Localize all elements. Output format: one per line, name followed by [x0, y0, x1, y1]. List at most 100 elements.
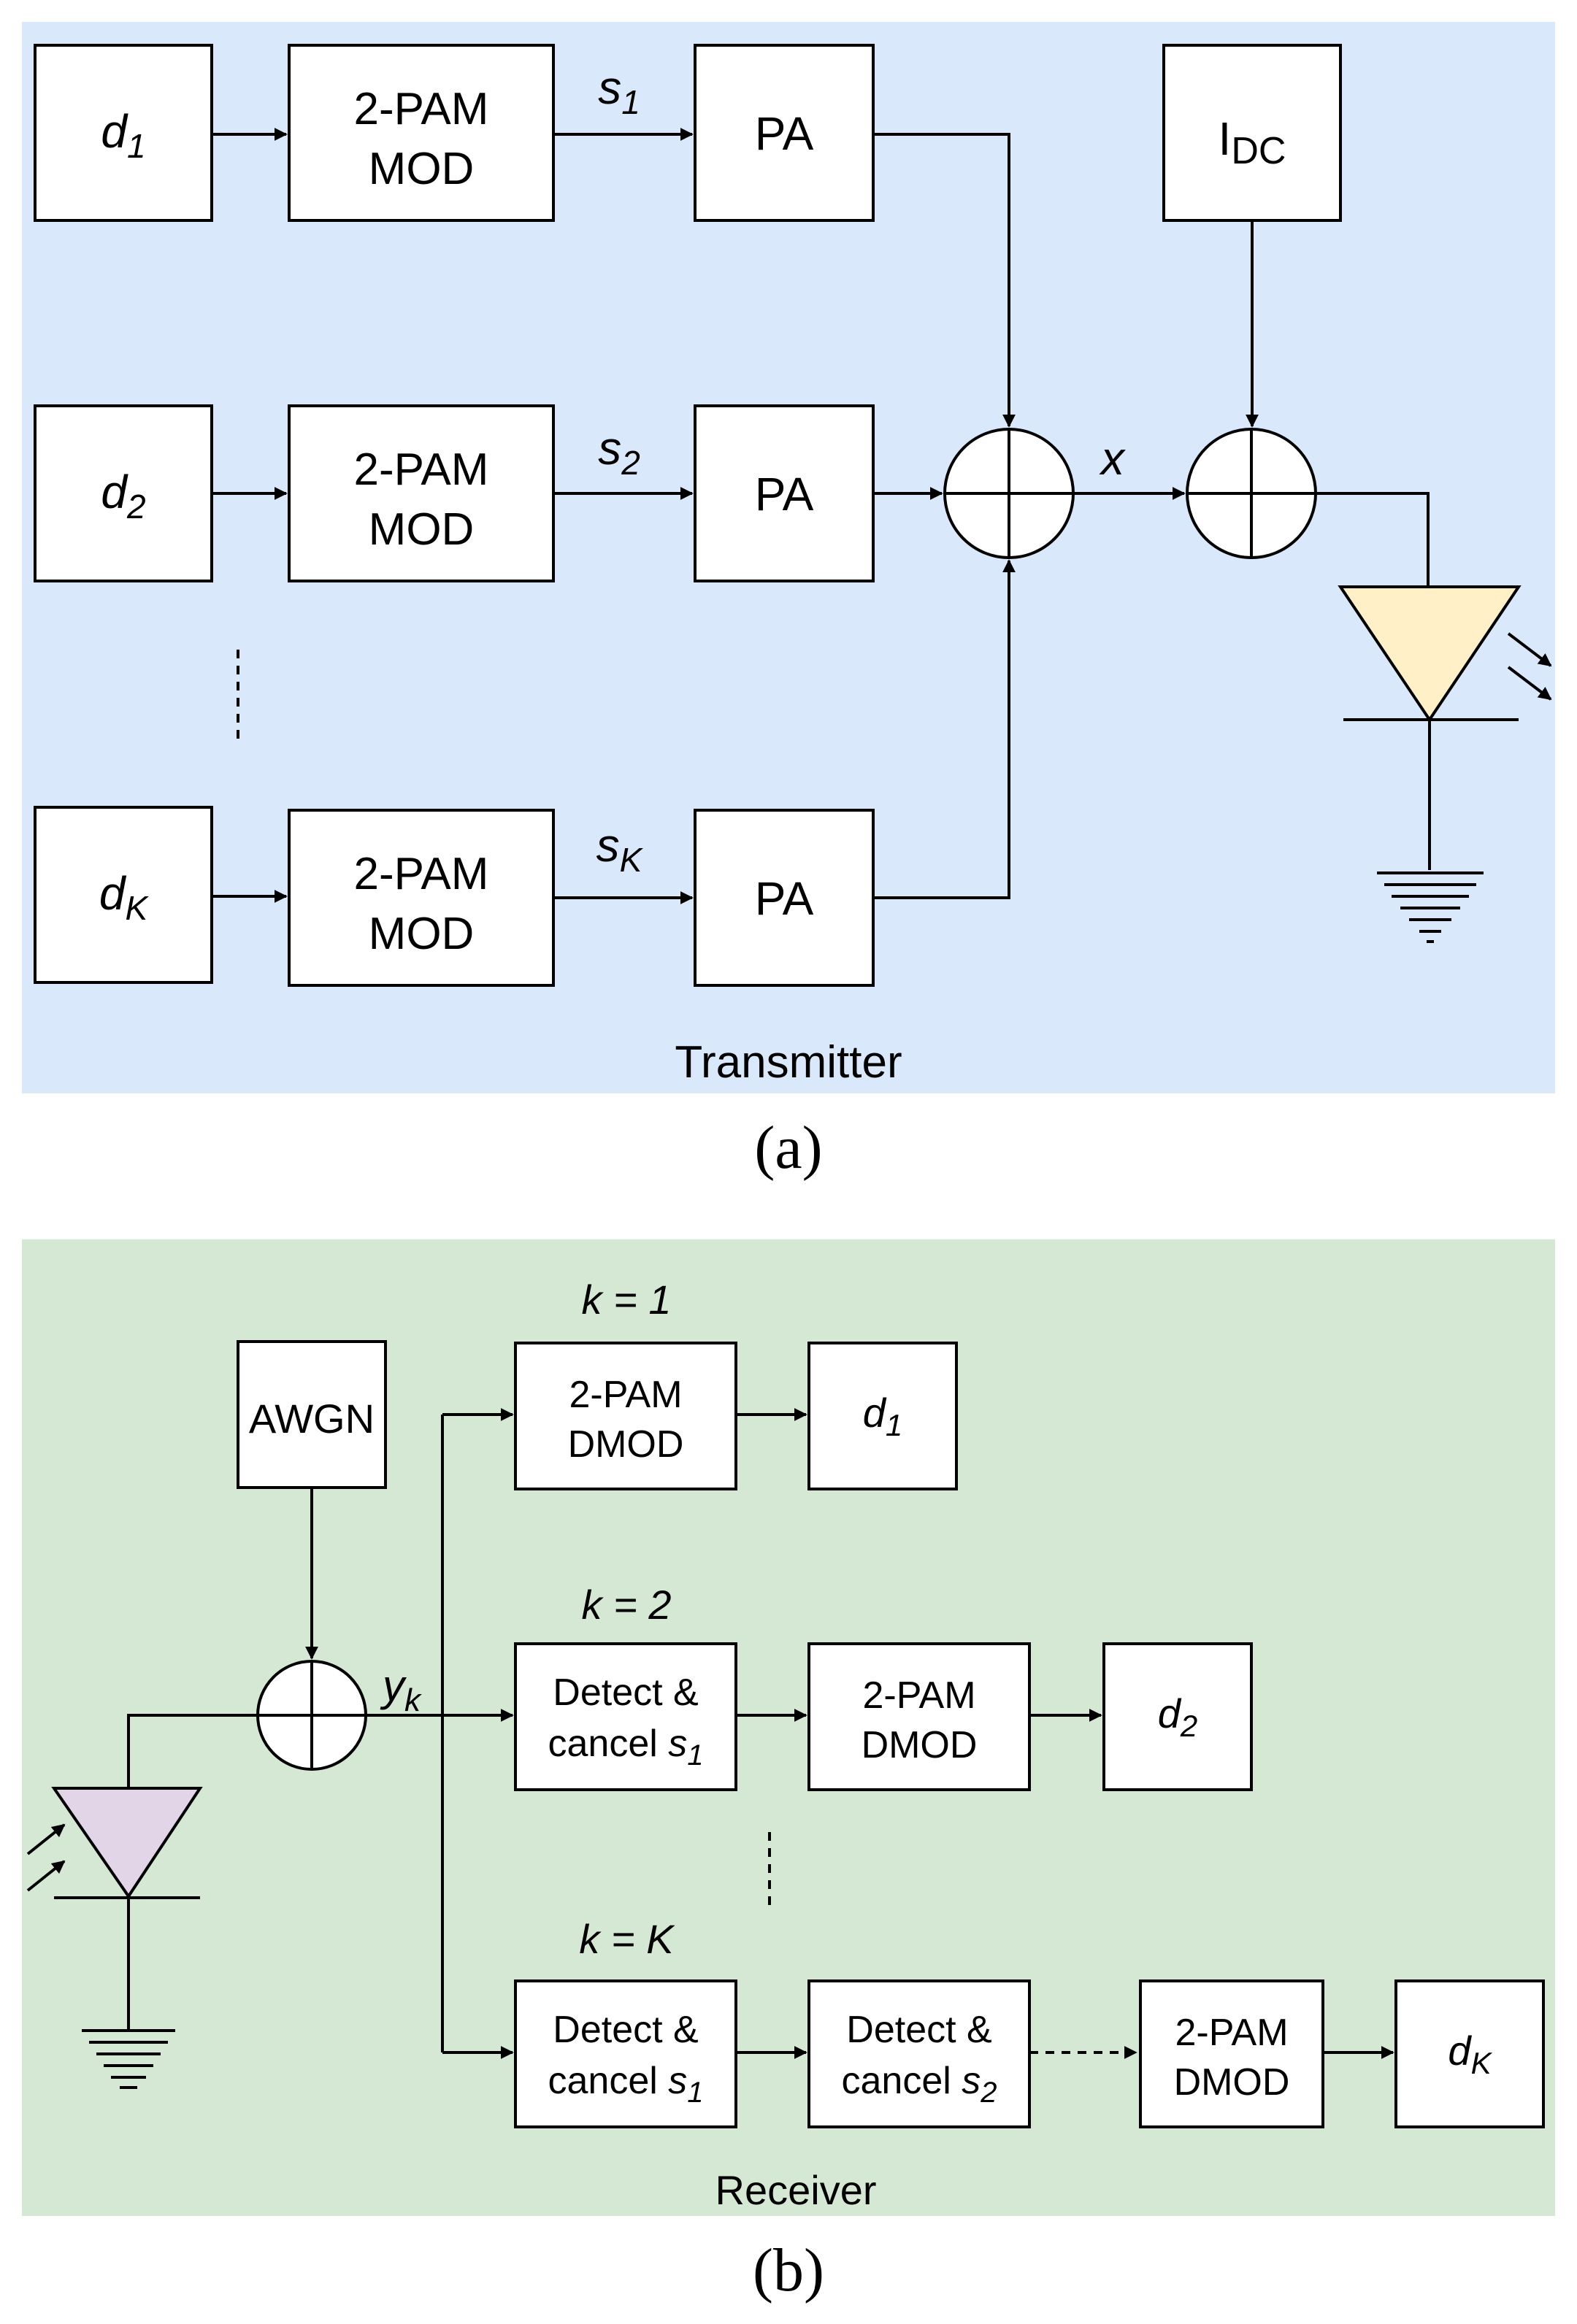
detect-2a-base: cancel — [548, 1723, 668, 1765]
svg-text:s2: s2 — [598, 422, 640, 482]
detect-cancel-box-2a: Detect & cancel s1 — [514, 1642, 737, 1791]
signal-s1-base: s — [598, 61, 621, 114]
svg-text:cancel s1: cancel s1 — [548, 1723, 703, 1771]
mod-box-k: 2-PAM MOD — [288, 809, 555, 987]
svg-text:dK: dK — [99, 867, 150, 927]
output-d2-sub: 2 — [1180, 1709, 1197, 1743]
detect-kb-base: cancel — [841, 2060, 962, 2102]
detect-cancel-box-kb: Detect & cancel s2 — [807, 1979, 1031, 2128]
stage-label-2: k = 2 — [582, 1582, 672, 1628]
svg-text:d1: d1 — [101, 105, 145, 165]
awgn-label: AWGN — [249, 1396, 375, 1442]
pa-k-label: PA — [755, 872, 814, 925]
detect-kb-line1: Detect & — [846, 2009, 991, 2051]
dmod-1-line1: 2-PAM — [569, 1374, 682, 1416]
dmod-1-line2: DMOD — [568, 1423, 684, 1466]
mod-k-line2: MOD — [369, 909, 475, 959]
svg-text:cancel s2: cancel s2 — [841, 2060, 997, 2109]
stage-label-1: k = 1 — [582, 1277, 672, 1323]
mod-k-line1: 2-PAM — [354, 849, 489, 899]
panel-a-sublabel: (a) — [754, 1114, 822, 1182]
input-d1-box: d1 — [34, 44, 213, 222]
svg-text:d2: d2 — [101, 466, 145, 526]
svg-text:d2: d2 — [1158, 1690, 1198, 1743]
yk-sub: k — [404, 1682, 422, 1718]
mod-1-line2: MOD — [369, 144, 475, 194]
mod-1-line1: 2-PAM — [354, 84, 489, 134]
detect-kb-s: s — [962, 2060, 981, 2102]
photodiode-triangle — [51, 1787, 203, 1899]
detect-2a-s: s — [668, 1723, 687, 1765]
receiver-caption: Receiver — [715, 2167, 877, 2213]
ground-icon-tx — [1377, 872, 1484, 943]
signal-sk-sub: K — [620, 841, 644, 879]
output-d2-base: d — [1158, 1690, 1182, 1736]
mod-box-1: 2-PAM MOD — [288, 44, 555, 222]
output-d1-box: d1 — [807, 1342, 958, 1490]
pa-box-2: PA — [694, 404, 875, 582]
dc-base: I — [1219, 112, 1232, 165]
svg-text:dK: dK — [1448, 2028, 1492, 2080]
input-d1-base: d — [101, 105, 128, 158]
output-d1-sub: 1 — [886, 1408, 902, 1442]
svg-text:IDC: IDC — [1219, 112, 1286, 172]
output-dk-sub: K — [1471, 2046, 1493, 2080]
detect-ka-sub: 1 — [687, 2077, 703, 2109]
output-dk-base: d — [1448, 2028, 1472, 2074]
dmod-box-k: 2-PAM DMOD — [1139, 1979, 1324, 2128]
signal-s2-base: s — [598, 422, 621, 474]
transmitter-panel: d1 d2 dK 2-PAM MOD 2-PAM MOD 2-PAM MOD — [22, 22, 1555, 1093]
signal-sk-base: s — [596, 819, 620, 872]
dmod-box-1: 2-PAM DMOD — [514, 1342, 737, 1490]
dmod-2-line2: DMOD — [862, 1724, 978, 1766]
detect-cancel-box-ka: Detect & cancel s1 — [514, 1979, 737, 2128]
dmod-k-line2: DMOD — [1174, 2061, 1290, 2104]
detect-ka-base: cancel — [548, 2060, 668, 2102]
svg-text:s1: s1 — [598, 61, 640, 121]
awgn-box: AWGN — [237, 1340, 387, 1489]
signal-s1-sub: 1 — [621, 83, 640, 121]
mod-2-line2: MOD — [369, 504, 475, 555]
dmod-k-line1: 2-PAM — [1175, 2012, 1288, 2054]
detect-2a-line1: Detect & — [553, 1671, 698, 1714]
output-d1-base: d — [863, 1390, 887, 1436]
detect-ka-line1: Detect & — [553, 2009, 698, 2051]
svg-text:cancel s1: cancel s1 — [548, 2060, 703, 2109]
wire-pak-sum — [873, 559, 1016, 899]
mod-2-line1: 2-PAM — [354, 445, 489, 495]
input-dk-base: d — [99, 867, 127, 920]
pa-2-label: PA — [755, 468, 814, 520]
ground-icon-rx — [82, 2029, 175, 2089]
transmitter-caption: Transmitter — [675, 1037, 902, 1088]
stage-label-k: k = K — [579, 1916, 675, 1962]
summing-junction-2 — [1186, 428, 1317, 559]
pa-box-k: PA — [694, 809, 875, 987]
input-d2-sub: 2 — [126, 488, 146, 526]
dc-sub: DC — [1231, 130, 1286, 172]
signal-s2-sub: 2 — [621, 444, 640, 482]
svg-text:d1: d1 — [863, 1390, 903, 1442]
output-dk-box: dK — [1394, 1979, 1545, 2128]
detect-2a-sub: 1 — [687, 1739, 703, 1771]
dmod-box-2: 2-PAM DMOD — [807, 1642, 1031, 1791]
input-dk-sub: K — [125, 889, 149, 927]
summing-junction-rx — [256, 1660, 367, 1771]
yk-base: y — [380, 1661, 407, 1710]
wire-pd-sum — [127, 1714, 258, 1788]
input-d2-base: d — [101, 466, 128, 518]
receiver-panel: AWGN yk — [22, 1239, 1555, 2216]
input-d2-box: d2 — [34, 404, 213, 582]
detect-kb-sub: 2 — [980, 2077, 997, 2109]
dmod-2-line1: 2-PAM — [862, 1674, 975, 1717]
summing-junction-1 — [943, 428, 1075, 559]
input-dk-box: dK — [34, 806, 213, 984]
pa-box-1: PA — [694, 44, 875, 222]
mod-box-2: 2-PAM MOD — [288, 404, 555, 582]
output-d2-box: d2 — [1102, 1642, 1253, 1791]
svg-text:yk: yk — [380, 1661, 422, 1718]
input-d1-sub: 1 — [127, 127, 146, 165]
wire-pa1-sum — [873, 133, 1016, 428]
dc-bias-box: IDC — [1162, 44, 1342, 222]
panel-b-sublabel: (b) — [753, 2236, 824, 2304]
wire-sum2-led — [1316, 492, 1430, 587]
